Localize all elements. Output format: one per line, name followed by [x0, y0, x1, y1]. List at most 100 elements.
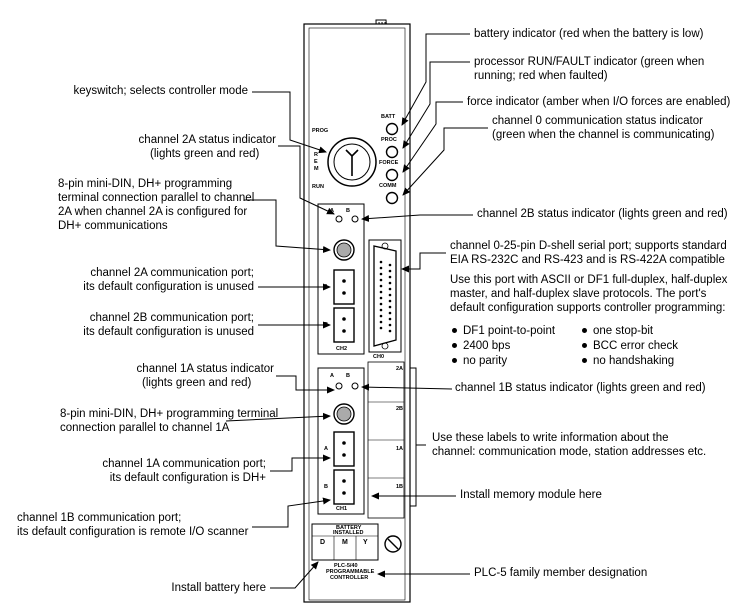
panel-ch1-port-a: A [324, 446, 328, 452]
channel-2-block [317, 203, 365, 355]
panel-run-label: RUN [312, 184, 324, 190]
panel-ch2-port-b: B [324, 322, 328, 328]
panel-y: Y [363, 539, 368, 546]
callout-labels-1: Use these labels to write information ab… [432, 432, 669, 444]
panel-force-label: FORCE [379, 160, 399, 166]
leader-comm [402, 127, 488, 196]
callout-ch1b-port-1: channel 1B communication port; [17, 512, 182, 524]
leader-ch1a-status [276, 375, 335, 394]
callout-ch2b-port-1: channel 2B communication port; [89, 312, 254, 324]
callout-memory: Install memory module here [460, 489, 602, 501]
panel-ch2-b: B [346, 208, 350, 214]
leader-keyswitch [252, 91, 327, 154]
ch1b-port [333, 469, 355, 505]
panel-rem-e: E [314, 159, 318, 165]
panel-batt-label: BATT [381, 114, 396, 120]
callout-keyswitch: keyswitch; selects controller mode [73, 85, 248, 97]
callout-ch2a-port-1: channel 2A communication port; [90, 267, 254, 279]
ch2b-port [333, 307, 355, 343]
batt-led [385, 122, 399, 136]
default-left-2: 2400 bps [452, 340, 510, 353]
callout-ch1a-port-2: its default configuration is DH+ [109, 472, 266, 484]
panel-ch1-label: CH1 [336, 506, 348, 512]
default-left-1: DF1 point-to-point [452, 325, 555, 338]
panel-model-3: CONTROLLER [330, 575, 369, 581]
callout-minidin1-2: connection parallel to channel 1A [60, 422, 230, 434]
callout-ch2b-status: channel 2B status indicator (lights gree… [477, 208, 728, 220]
leader-battery [401, 33, 470, 126]
callout-force: force indicator (amber when I/O forces a… [467, 96, 731, 108]
callout-ch2a-status-2: (lights green and red) [150, 148, 260, 160]
leader-ch1a-port [270, 454, 331, 472]
callout-ch0-use-3: default configuration supports controlle… [450, 302, 726, 314]
panel-d: D [320, 539, 326, 546]
leader-force [402, 101, 463, 173]
callout-ch0-use-1: Use this port with ASCII or DF1 full-dup… [450, 274, 728, 286]
callout-battery-install: Install battery here [171, 582, 266, 594]
channel-0-dshell[interactable] [368, 239, 402, 353]
panel-ch0-label: CH0 [373, 354, 385, 360]
bullet-icon [452, 343, 457, 349]
labels-bracket [410, 367, 426, 507]
leader-ch1b-port [252, 497, 331, 528]
default-left-3: no parity [452, 355, 507, 368]
callout-ch2a-status-1: channel 2A status indicator [138, 134, 276, 146]
leader-proc [402, 61, 470, 149]
callout-proc-2: running; red when faulted) [474, 70, 608, 82]
leader-minidin1 [225, 412, 331, 422]
ch1b-led [351, 382, 359, 390]
callout-ch0-port-1: channel 0-25-pin D-shell serial port; su… [450, 240, 727, 252]
leader-ch0-port [401, 252, 446, 273]
channel-1-block [317, 367, 365, 515]
callout-family: PLC-5 family member designation [474, 567, 648, 579]
callout-minidin2-4: DH+ communications [58, 220, 168, 232]
label-strip [367, 361, 405, 519]
panel-ch2-port-a: A [324, 284, 328, 290]
callout-minidin2-1: 8-pin mini-DIN, DH+ programming [58, 178, 233, 190]
keyswitch[interactable] [327, 137, 377, 187]
panel-ch1-a: A [330, 373, 334, 379]
callout-ch1a-port-1: channel 1A communication port; [102, 458, 266, 470]
default-right-1: one stop-bit [582, 325, 653, 338]
callout-battery: battery indicator (red when the battery … [474, 28, 704, 40]
panel-model-1: PLC-5/40 [334, 563, 358, 569]
panel-model-2: PROGRAMMABLE [326, 569, 375, 575]
panel-comm-label: COMM [379, 183, 397, 189]
callout-ch0-port-2: EIA RS-232C and RS-423 and is RS-422A co… [450, 254, 725, 266]
callout-ch1b-status: channel 1B status indicator (lights gree… [455, 382, 706, 394]
panel-side-1b: 1B [396, 484, 404, 490]
force-led [385, 168, 399, 182]
callout-ch1a-status-2: (lights green and red) [142, 377, 252, 389]
panel-proc-label: PROC [381, 137, 397, 143]
leader-battery-install [270, 561, 319, 589]
default-right-3: no handshaking [582, 355, 674, 368]
leader-ch2b-status [361, 214, 473, 223]
ch1a-port [333, 431, 355, 467]
panel-ch1-b: B [346, 373, 350, 379]
ch2b-led [351, 215, 359, 223]
panel-side-2b: 2B [396, 406, 404, 412]
panel-m: M [342, 539, 348, 546]
leader-minidin2 [244, 199, 331, 253]
panel-prog-label: PROG [312, 128, 329, 134]
ch2a-led [335, 215, 343, 223]
bullet-icon [582, 328, 587, 334]
bullet-icon [582, 343, 587, 349]
callout-ch0-use-2: master, and half-duplex slave protocols.… [450, 288, 707, 300]
ch1a-led [335, 382, 343, 390]
callout-ch0-status-1: channel 0 communication status indicator [492, 115, 703, 127]
callout-labels-2: channel: communication mode, station add… [432, 446, 707, 458]
panel-battery-label-2: INSTALLED [333, 530, 364, 536]
ch2a-port [333, 269, 355, 305]
leader-lines [225, 33, 488, 589]
callout-ch2a-port-2: its default configuration is unused [83, 281, 254, 293]
callout-proc-1: processor RUN/FAULT indicator (green whe… [474, 56, 705, 68]
status-leds [385, 122, 399, 205]
bullet-icon [452, 328, 457, 334]
callout-minidin2-3: 2A when channel 2A is configured for [58, 206, 248, 218]
bullet-icon [582, 358, 587, 364]
callout-ch0-status-2: (green when the channel is communicating… [492, 129, 715, 141]
panel-side-1a: 1A [396, 446, 404, 452]
panel-rem-r: R [314, 152, 318, 158]
